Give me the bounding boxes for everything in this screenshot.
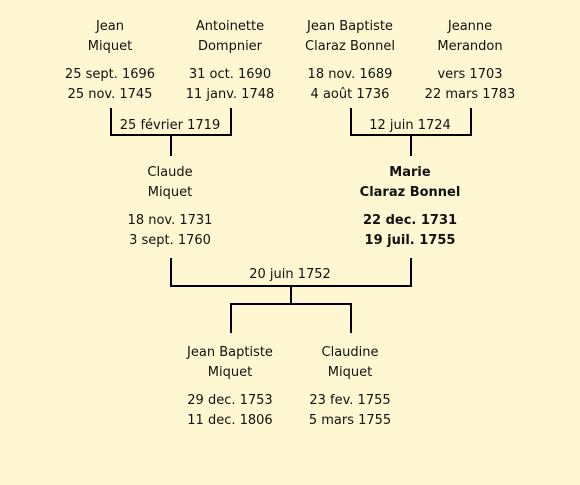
birth-date: vers 1703	[437, 67, 503, 82]
death-date: 22 mars 1783	[424, 87, 516, 102]
person-marie-claraz-bonnel: Marie Claraz Bonnel 22 dec. 1731 19 juil…	[340, 163, 480, 251]
connector-line	[170, 134, 172, 156]
first-name: Jean Baptiste	[187, 345, 273, 360]
birth-date: 22 dec. 1731	[362, 213, 458, 228]
last-name: Claraz Bonnel	[359, 185, 461, 200]
connector-line	[470, 108, 472, 135]
death-date: 25 nov. 1745	[67, 87, 153, 102]
death-date: 19 juil. 1755	[364, 233, 456, 248]
birth-date: 31 oct. 1690	[188, 67, 272, 82]
person-jean-miquet: Jean Miquet 25 sept. 1696 25 nov. 1745	[40, 17, 180, 105]
birth-date: 25 sept. 1696	[64, 67, 156, 82]
marriage-date: 20 juin 1752	[249, 267, 331, 282]
marriage-date: 12 juin 1724	[369, 118, 451, 133]
first-name: Marie	[389, 165, 431, 180]
person-antoinette-dompnier: Antoinette Dompnier 31 oct. 1690 11 janv…	[160, 17, 300, 105]
first-name: Antoinette	[195, 19, 265, 34]
death-date: 3 sept. 1760	[129, 233, 211, 248]
person-jean-baptiste-claraz-bonnel: Jean Baptiste Claraz Bonnel 18 nov. 1689…	[280, 17, 420, 105]
first-name: Jean Baptiste	[307, 19, 393, 34]
last-name: Miquet	[147, 185, 193, 200]
person-claudine-miquet: Claudine Miquet 23 fev. 1755 5 mars 1755	[280, 343, 420, 431]
birth-date: 18 nov. 1731	[127, 213, 213, 228]
connector-line	[230, 303, 352, 305]
person-jean-baptiste-miquet: Jean Baptiste Miquet 29 dec. 1753 11 dec…	[160, 343, 300, 431]
first-name: Claudine	[321, 345, 379, 360]
last-name: Merandon	[437, 39, 503, 54]
birth-date: 29 dec. 1753	[187, 393, 273, 408]
first-name: Jean	[95, 19, 125, 34]
last-name: Miquet	[87, 39, 133, 54]
connector-line	[350, 303, 352, 333]
birth-date: 18 nov. 1689	[307, 67, 393, 82]
connector-line	[230, 108, 232, 135]
last-name: Miquet	[327, 365, 373, 380]
first-name: Claude	[147, 165, 193, 180]
death-date: 11 janv. 1748	[185, 87, 275, 102]
connector-line	[410, 134, 412, 156]
last-name: Claraz Bonnel	[305, 39, 395, 54]
death-date: 11 dec. 1806	[187, 413, 273, 428]
connector-line	[230, 303, 232, 333]
death-date: 5 mars 1755	[308, 413, 392, 428]
first-name: Jeanne	[447, 19, 493, 34]
connector-line	[110, 108, 112, 135]
connector-line	[170, 258, 172, 286]
last-name: Dompnier	[197, 39, 263, 54]
person-jeanne-merandon: Jeanne Merandon vers 1703 22 mars 1783	[400, 17, 540, 105]
birth-date: 23 fev. 1755	[309, 393, 391, 408]
connector-line	[410, 258, 412, 286]
connector-line	[290, 285, 292, 304]
death-date: 4 août 1736	[310, 87, 390, 102]
marriage-date: 25 février 1719	[119, 118, 221, 133]
person-claude-miquet: Claude Miquet 18 nov. 1731 3 sept. 1760	[100, 163, 240, 251]
last-name: Miquet	[207, 365, 253, 380]
connector-line	[350, 108, 352, 135]
